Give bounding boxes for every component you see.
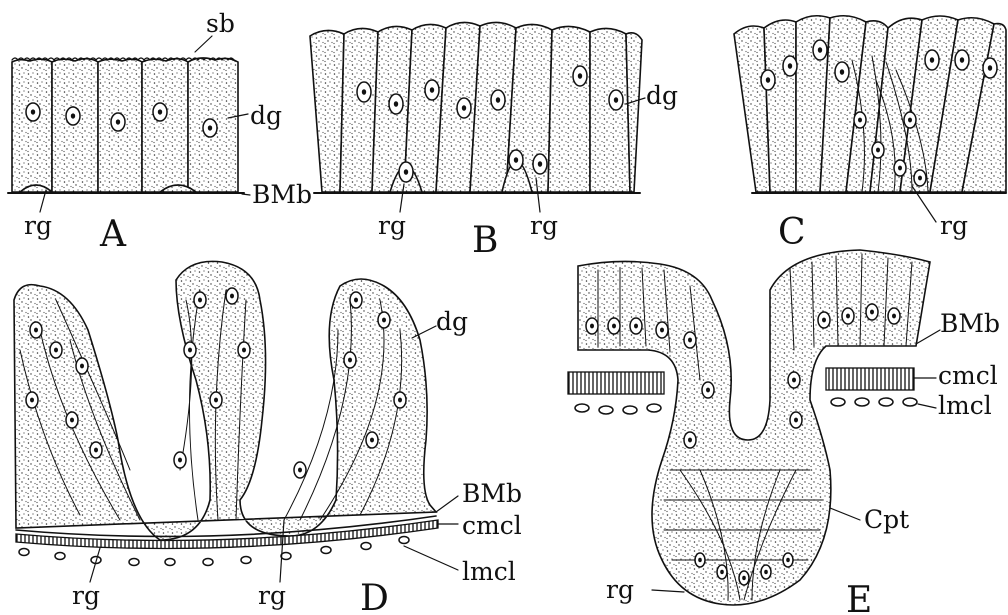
label-d-rg-left: rg — [72, 581, 100, 610]
label-e-bmb: BMb — [940, 309, 1000, 338]
label-e-cmcl: cmcl — [938, 361, 998, 390]
label-e-lmcl: lmcl — [938, 391, 992, 420]
panel-b-cells — [310, 22, 642, 193]
panel-e-tissue — [568, 250, 930, 605]
panel-c-cells — [734, 16, 1006, 193]
panel-a: sb dg BMb rg A — [8, 9, 312, 255]
label-b-dg: dg — [646, 81, 678, 110]
panel-letter-b: B — [472, 220, 498, 261]
panel-a-cells — [8, 58, 244, 193]
panel-d: dg BMb cmcl lmcl rg rg D — [14, 261, 522, 615]
label-d-cmcl: cmcl — [462, 511, 522, 540]
label-a-dg: dg — [250, 101, 282, 130]
label-d-bmb: BMb — [462, 479, 522, 508]
panel-b: dg rg rg B — [310, 22, 678, 261]
label-d-rg-right: rg — [258, 581, 286, 610]
label-a-sb: sb — [206, 9, 235, 38]
label-a-bmb: BMb — [252, 180, 312, 209]
label-b-rg-left: rg — [378, 211, 406, 240]
panel-letter-d: D — [360, 578, 389, 615]
panel-letter-e: E — [846, 580, 872, 615]
label-c-rg: rg — [940, 211, 968, 240]
label-e-cpt: Cpt — [864, 505, 909, 534]
label-b-rg-right: rg — [530, 211, 558, 240]
panel-e: BMb cmcl lmcl Cpt rg E — [568, 250, 1000, 615]
label-e-rg: rg — [606, 575, 634, 604]
label-a-rg: rg — [24, 211, 52, 240]
panel-d-tissue — [14, 261, 438, 565]
panel-letter-a: A — [99, 214, 127, 255]
label-d-dg: dg — [436, 307, 468, 336]
panel-letter-c: C — [778, 212, 806, 253]
panel-c: rg C — [734, 16, 1006, 253]
label-d-lmcl: lmcl — [462, 557, 516, 586]
